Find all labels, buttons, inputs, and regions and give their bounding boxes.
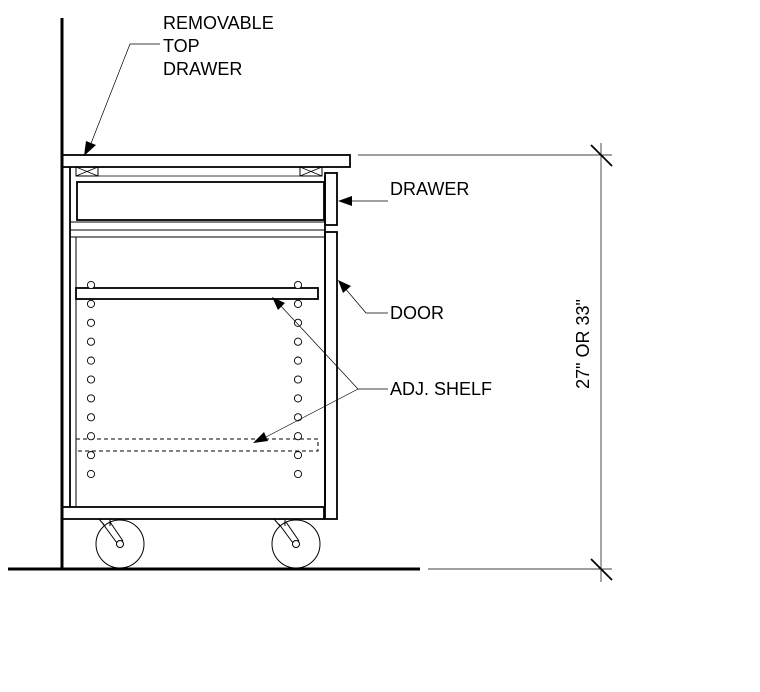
door-panel — [324, 231, 338, 520]
shelf-upper — [75, 287, 319, 300]
pin-hole-right-4 — [293, 337, 303, 346]
caster-right — [271, 518, 321, 569]
drawer-front — [324, 172, 338, 226]
cabinet-body — [61, 167, 338, 520]
label-top: TOP — [163, 36, 200, 56]
pin-hole-right-1 — [293, 280, 303, 290]
tick-bottom — [590, 558, 613, 581]
label-door: DOOR — [390, 303, 444, 323]
label-drawer: DRAWER — [390, 179, 469, 199]
pin-hole-right-7 — [293, 394, 303, 403]
pin-hole-left-6 — [86, 375, 96, 384]
caster-left — [95, 518, 145, 569]
countertop-slab — [61, 154, 351, 168]
pin-hole-left-2 — [86, 299, 96, 308]
pin-hole-right-5 — [293, 356, 303, 365]
slide-block-right — [299, 166, 323, 177]
pin-hole-left-5 — [86, 356, 96, 365]
shelf-lower-dashed — [75, 438, 319, 452]
pin-hole-left-11 — [86, 469, 96, 479]
shelf-pin-holes — [86, 280, 303, 479]
leader-adj-shelf-lower — [265, 388, 359, 438]
pin-hole-left-10 — [86, 451, 96, 460]
pin-hole-right-6 — [293, 375, 303, 384]
pin-hole-right-10 — [293, 451, 303, 460]
callouts: REMOVABLE TOP DRAWER DRAWER DOOR ADJ. SH… — [84, 13, 492, 443]
pin-hole-right-9 — [293, 432, 303, 441]
arrowhead-drawer — [338, 196, 352, 206]
adjustable-shelves — [75, 287, 319, 452]
drawer-box — [76, 181, 325, 221]
label-drawer-top: DRAWER — [163, 59, 242, 79]
pin-hole-left-3 — [86, 318, 96, 327]
arrowhead-removable — [84, 141, 96, 156]
slide-block-left — [75, 166, 99, 177]
pin-hole-right-11 — [293, 469, 303, 479]
arrowhead-door — [338, 280, 351, 293]
arrowhead-shelf-lower — [253, 432, 268, 443]
drawer-rail — [69, 221, 326, 231]
height-dimension-text: 27" OR 33" — [573, 299, 593, 389]
caster-wheel-right — [271, 519, 321, 569]
arrowhead-shelf-upper — [272, 297, 285, 310]
pin-hole-left-4 — [86, 337, 96, 346]
label-adj-shelf: ADJ. SHELF — [390, 379, 492, 399]
height-dimension: 27" OR 33" — [358, 143, 613, 582]
tick-top — [590, 144, 613, 167]
countertop — [61, 154, 351, 177]
leader-removable-top-drawer — [89, 43, 160, 147]
leader-door — [343, 286, 388, 314]
cabinet-bottom-panel — [61, 506, 325, 520]
label-removable: REMOVABLE — [163, 13, 274, 33]
pin-hole-left-1 — [86, 280, 96, 290]
pin-hole-right-3 — [293, 318, 303, 327]
caster-wheel-left — [95, 519, 145, 569]
pin-hole-right-8 — [293, 413, 303, 422]
pin-hole-left-8 — [86, 413, 96, 422]
pin-hole-right-2 — [293, 299, 303, 308]
pin-hole-left-7 — [86, 394, 96, 403]
pin-hole-left-9 — [86, 432, 96, 441]
